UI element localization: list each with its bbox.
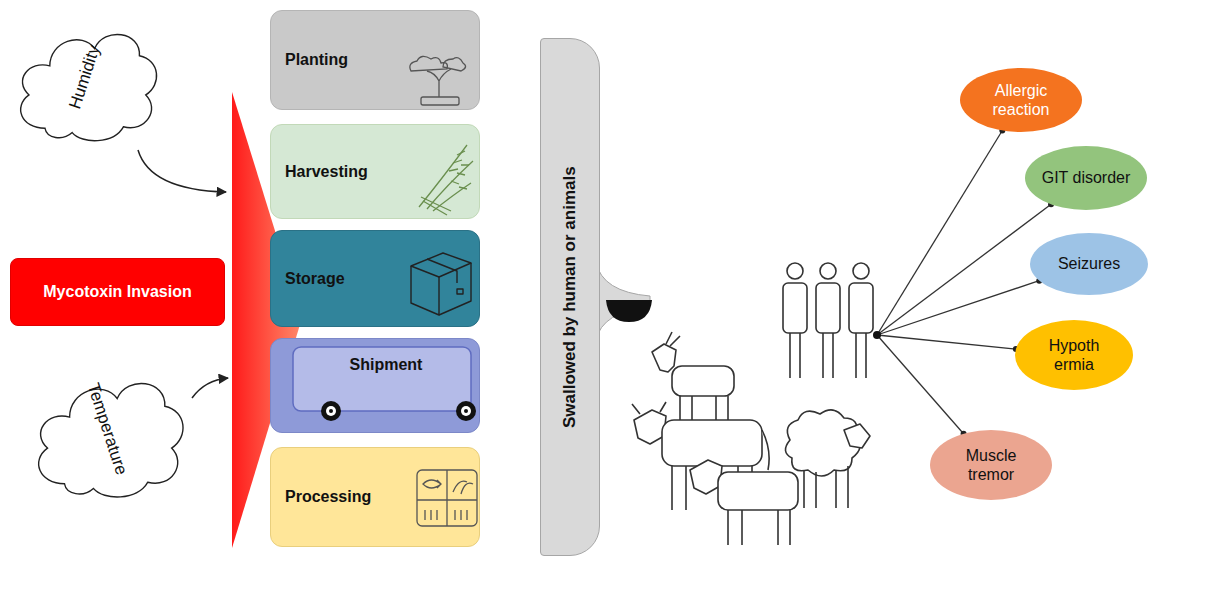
leader-line — [877, 204, 1051, 335]
node-label: Mycotoxin Invasion — [43, 282, 191, 301]
people — [783, 263, 873, 378]
stage-box: Shipment — [270, 338, 480, 433]
effect-ellipse: Hypoth ermia — [1015, 320, 1133, 390]
node-label: Swallowed by human or animals — [560, 166, 580, 428]
hub-dot — [873, 331, 881, 339]
effect-ellipse: Muscle tremor — [930, 430, 1052, 500]
effect-ellipse: Seizures — [1030, 233, 1148, 295]
node-label: Hypoth ermia — [1028, 336, 1120, 374]
effect-ellipse: GIT disorder — [1025, 146, 1147, 210]
leader-line — [877, 335, 1016, 349]
node-label: Allergic reaction — [974, 81, 1069, 119]
node-label: Planting — [285, 50, 348, 69]
source-box: Mycotoxin Invasion — [10, 258, 225, 326]
effect-ellipse: Allergic reaction — [960, 68, 1082, 132]
node-label: GIT disorder — [1042, 168, 1131, 187]
cloud-node: Temperature — [22, 352, 192, 507]
temperature-arrow — [192, 378, 228, 398]
stage-box: Planting — [270, 10, 480, 110]
leader-line — [877, 281, 1039, 335]
truck-icon — [271, 339, 481, 434]
leader-line — [877, 335, 964, 434]
node-label: Muscle tremor — [944, 446, 1039, 484]
humidity-arrow — [138, 150, 226, 192]
cloud-node: Humidity — [5, 5, 165, 150]
node-label: Shipment — [350, 355, 423, 374]
node-label: Harvesting — [285, 162, 368, 181]
stage-box: Harvesting — [270, 124, 480, 219]
node-label: Processing — [285, 487, 371, 506]
animals — [632, 332, 870, 545]
node-label: Seizures — [1058, 254, 1120, 273]
leader-line — [877, 130, 1002, 335]
bowl — [606, 300, 652, 322]
stage-box: Storage — [270, 230, 480, 327]
node-label: Storage — [285, 269, 345, 288]
vertical-band: Swallowed by human or animals — [540, 38, 600, 556]
stage-box: Processing — [270, 447, 480, 547]
